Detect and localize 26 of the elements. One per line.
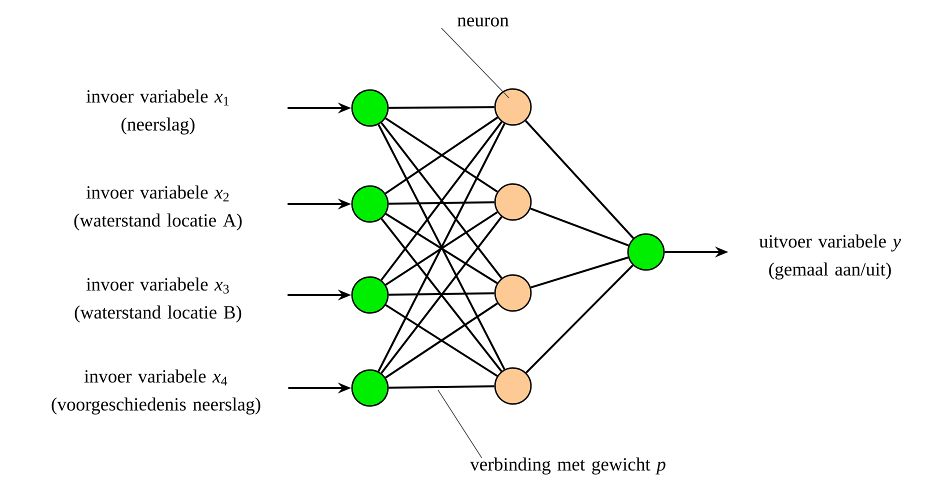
connection-line [388,292,494,296]
neuron-circle [351,369,389,407]
leader-text: verbinding met gewicht p [470,458,666,474]
neuron-circle [494,183,532,221]
neuron-circle [627,233,665,271]
connection-line [388,201,494,205]
variable-label: invoer variabele x$_{3}$ (waterstand locatie B) [74,278,242,322]
connection-line [530,256,628,288]
neuron-circle [494,88,532,126]
variable-label: invoer variabele x$_{1}$ (neerslag) [86,90,229,134]
variable-label: invoer variabele x$_{2}$ (waterstand locatie A) [74,186,242,230]
connection-line [524,120,634,239]
connection-line [526,264,634,374]
neuron-circle [351,185,389,223]
connection-line [388,106,494,109]
neuron-circle [351,276,389,314]
neuron-circle [494,274,532,312]
variable-label: uitvoer variabele y (gemaal aan/uit) [759,234,901,280]
connection-line [388,385,494,389]
leader-text: neuron [458,18,509,26]
neuron-circle [351,89,389,127]
leader-line [441,28,510,98]
neuron-circle [494,367,532,405]
leader-line [438,390,482,458]
variable-label: invoer variabele x$_{4}$ (voorgeschiedenis neerslag) [52,370,260,414]
connection-line [530,208,629,246]
